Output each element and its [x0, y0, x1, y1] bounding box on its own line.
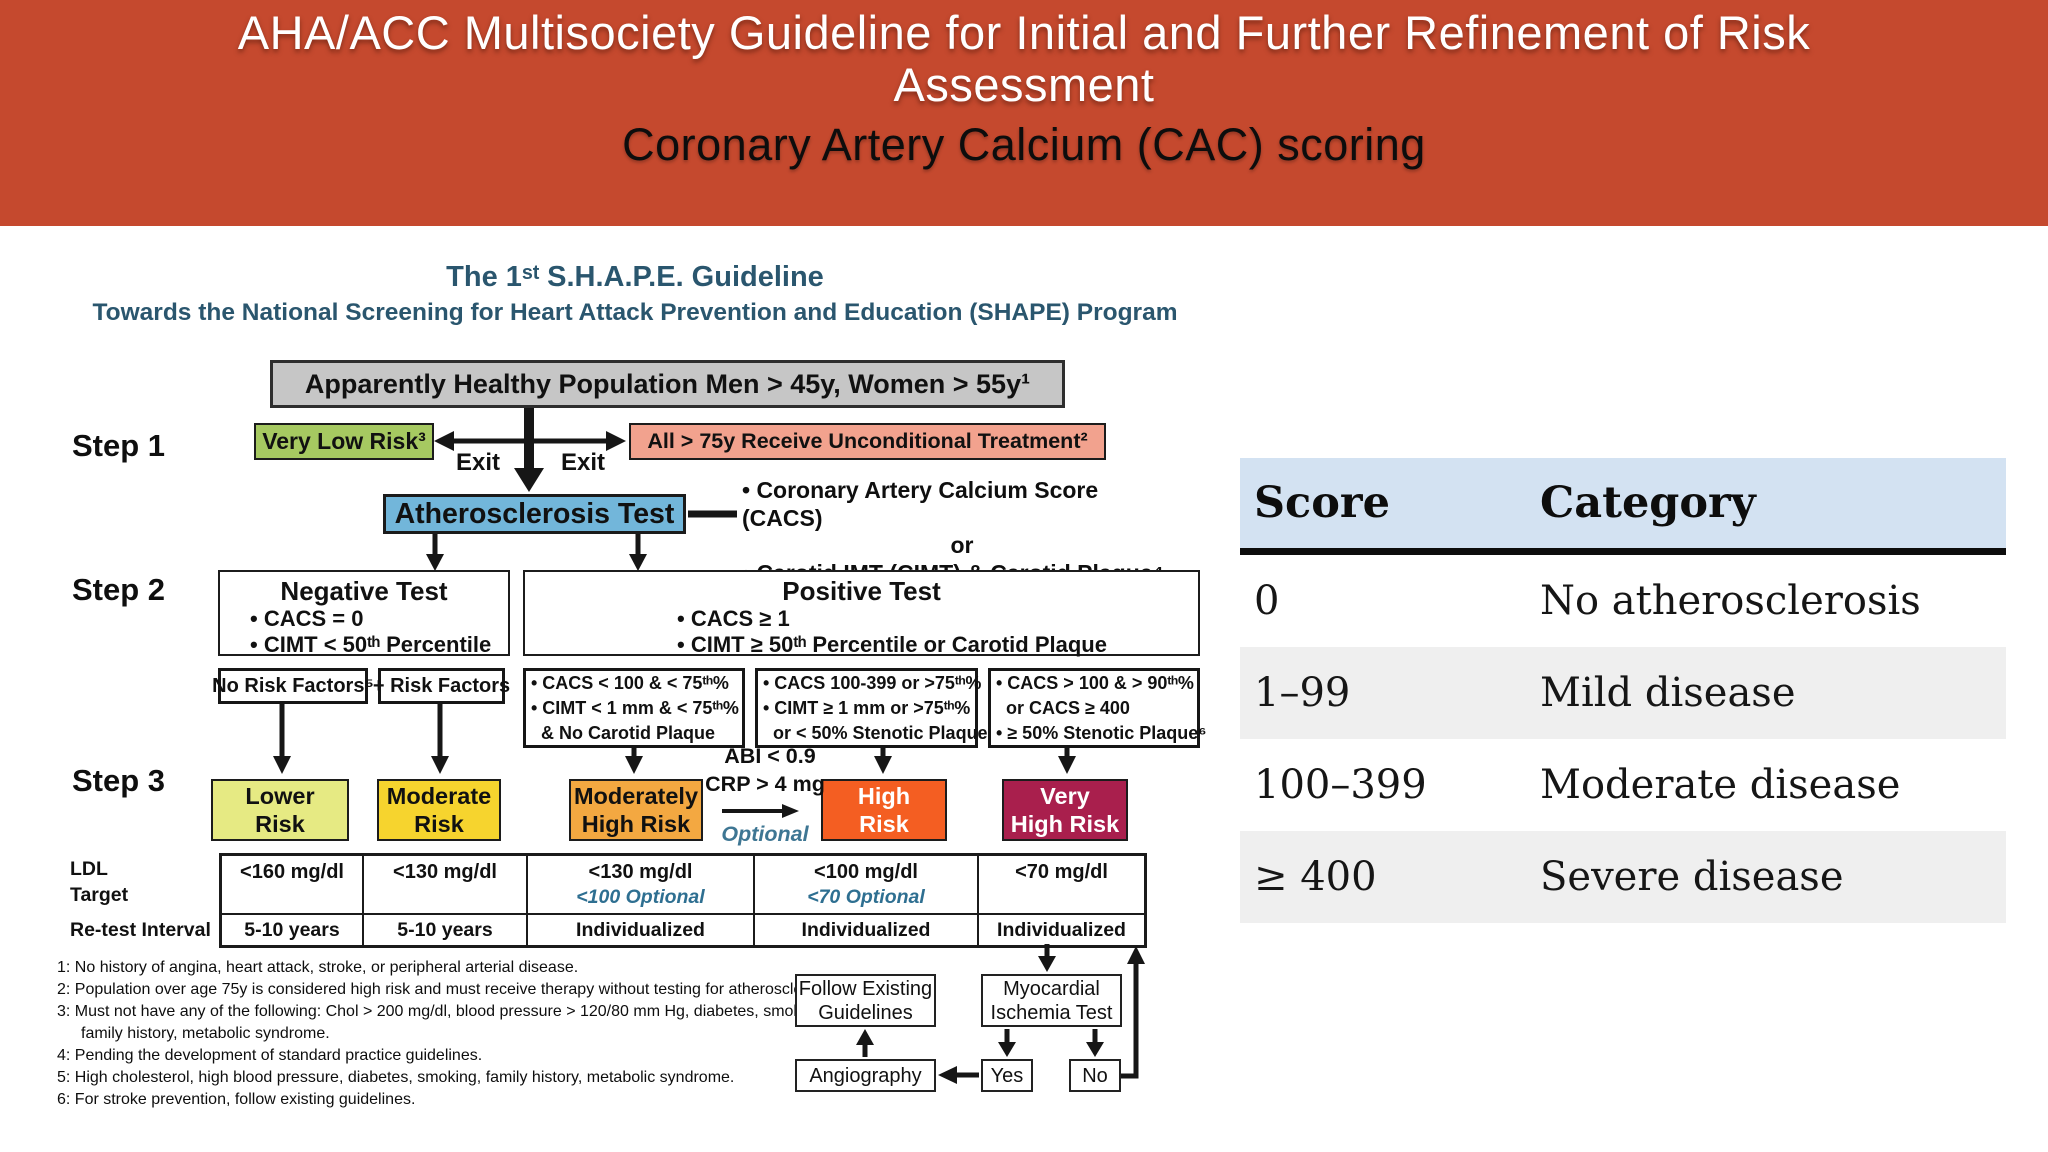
- optional-label: Optional: [721, 822, 809, 846]
- test-option-or: or: [950, 532, 974, 558]
- criteria-plus-risk-factors-box: + Risk Factors: [373, 668, 510, 704]
- ldl-cell-2: <130 mg/dl: [364, 856, 528, 915]
- footnote-5: 5: High cholesterol, high blood pressure…: [57, 1069, 735, 1086]
- atherosclerosis-test-box: Atherosclerosis Test: [383, 494, 686, 534]
- ldl-target-table: <160 mg/dl <130 mg/dl <130 mg/dl <100 Op…: [219, 853, 1147, 948]
- score-table-header: Score Category: [1240, 458, 2006, 555]
- retest-cell-2: 5-10 years: [364, 915, 528, 945]
- negative-test-box: Negative Test • CACS = 0 • CIMT < 50ᵗʰ P…: [218, 570, 510, 657]
- retest-cell-5: Individualized: [997, 918, 1126, 941]
- angiography-box: Angiography: [795, 1059, 936, 1092]
- ldl-cell-4: <100 mg/dl <70 Optional: [755, 856, 979, 915]
- shape-guideline-title: The 1ˢᵗ S.H.A.P.E. Guideline: [446, 261, 824, 293]
- follow-guidelines-box: Follow Existing Guidelines: [795, 974, 936, 1027]
- negative-test-bullet2: • CIMT < 50ᵗʰ Percentile: [250, 632, 492, 657]
- retest-cell-1: 5-10 years: [222, 915, 364, 945]
- category-value: Mild disease: [1540, 670, 1796, 716]
- exit-label-right: Exit: [560, 449, 605, 476]
- population-box: Apparently Healthy Population Men > 45y,…: [270, 360, 1065, 408]
- crp-note: CRP > 4 mg: [705, 772, 825, 796]
- category-value: Severe disease: [1540, 854, 1844, 900]
- footnote-4: 4: Pending the development of standard p…: [57, 1047, 483, 1064]
- category-header: Category: [1540, 478, 1756, 528]
- positive-test-bullet1: • CACS ≥ 1: [677, 606, 790, 631]
- score-value: 100–399: [1254, 762, 1427, 808]
- slide-title-line1: AHA/ACC Multisociety Guideline for Initi…: [237, 6, 1811, 59]
- footnote-1: 1: No history of angina, heart attack, s…: [57, 959, 579, 976]
- step2-label: Step 2: [72, 572, 166, 607]
- ldl-target-row-label: LDL Target: [70, 858, 129, 906]
- risk-box-very-high: Very High Risk: [1002, 779, 1128, 841]
- abi-note: ABI < 0.9: [724, 744, 816, 768]
- negative-test-bullet1: • CACS = 0: [250, 606, 364, 631]
- positive-test-bullet2: • CIMT ≥ 50ᵗʰ Percentile or Carotid Plaq…: [677, 632, 1107, 657]
- ldl-cell-3: <130 mg/dl <100 Optional: [528, 856, 755, 915]
- score-table-row: 0 No atherosclerosis: [1240, 555, 2006, 647]
- risk-box-moderate: Moderate Risk: [377, 779, 501, 841]
- step3-label: Step 3: [72, 763, 166, 798]
- score-value: ≥ 400: [1254, 854, 1377, 900]
- negative-test-title: Negative Test: [280, 576, 448, 606]
- positive-test-box: Positive Test • CACS ≥ 1 • CIMT ≥ 50ᵗʰ P…: [523, 570, 1200, 657]
- ldl-cell-3-optional: <100 Optional: [576, 886, 705, 908]
- exit-label-left: Exit: [455, 449, 500, 476]
- no-box: No: [1069, 1059, 1121, 1092]
- very-low-risk-box: Very Low Risk³: [254, 423, 434, 460]
- risk-box-moderately-high: Moderately High Risk: [569, 779, 703, 841]
- ldl-cell-1: <160 mg/dl: [222, 856, 364, 915]
- ldl-cell-4-optional: <70 Optional: [807, 886, 925, 908]
- category-value: No atherosclerosis: [1540, 578, 1921, 624]
- over-75-treatment-box: All > 75y Receive Unconditional Treatmen…: [629, 423, 1106, 460]
- criteria-high-box: • CACS 100-399 or >75ᵗʰ% • CIMT ≥ 1 mm o…: [755, 668, 988, 748]
- risk-box-high: High Risk: [821, 779, 947, 841]
- score-value: 0: [1254, 578, 1280, 624]
- score-header: Score: [1254, 478, 1390, 528]
- retest-cell-4: Individualized: [755, 915, 979, 945]
- test-option-cacs: • Coronary Artery Calcium Score (CACS): [742, 477, 1099, 531]
- score-table-row: 1–99 Mild disease: [1240, 647, 2006, 739]
- score-table-row: ≥ 400 Severe disease: [1240, 831, 2006, 923]
- score-value: 1–99: [1254, 670, 1351, 716]
- footnotes: 1: No history of angina, heart attack, s…: [57, 957, 1017, 1111]
- slide-subtitle: Coronary Artery Calcium (CAC) scoring: [622, 119, 1426, 170]
- criteria-very-high-box: • CACS > 100 & > 90ᵗʰ% or CACS ≥ 400 • ≥…: [988, 668, 1207, 748]
- ldl-cell-5: <70 mg/dl: [979, 856, 1144, 915]
- slide-title-line2: Assessment: [893, 58, 1155, 111]
- criteria-moderately-high-box: • CACS < 100 & < 75ᵗʰ% • CIMT < 1 mm & <…: [523, 668, 745, 748]
- title-banner: AHA/ACC Multisociety Guideline for Initi…: [0, 0, 2048, 226]
- retest-row-label: Re-test Interval: [70, 919, 211, 941]
- risk-box-lower: Lower Risk: [211, 779, 349, 841]
- criteria-no-risk-factors-box: No Risk Factors⁵: [212, 668, 374, 704]
- positive-test-title: Positive Test: [782, 576, 941, 606]
- shape-guideline-subtitle: Towards the National Screening for Heart…: [92, 299, 1178, 326]
- retest-cell-3: Individualized: [528, 915, 755, 945]
- myocardial-ischemia-box: Myocardial Ischemia Test: [981, 974, 1122, 1027]
- yes-box: Yes: [981, 1059, 1033, 1092]
- score-table-row: 100–399 Moderate disease: [1240, 739, 2006, 831]
- score-category-table: Score Category 0 No atherosclerosis 1–99…: [1240, 458, 2006, 923]
- category-value: Moderate disease: [1540, 762, 1901, 808]
- step1-label: Step 1: [72, 428, 166, 463]
- footnote-6: 6: For stroke prevention, follow existin…: [57, 1091, 416, 1108]
